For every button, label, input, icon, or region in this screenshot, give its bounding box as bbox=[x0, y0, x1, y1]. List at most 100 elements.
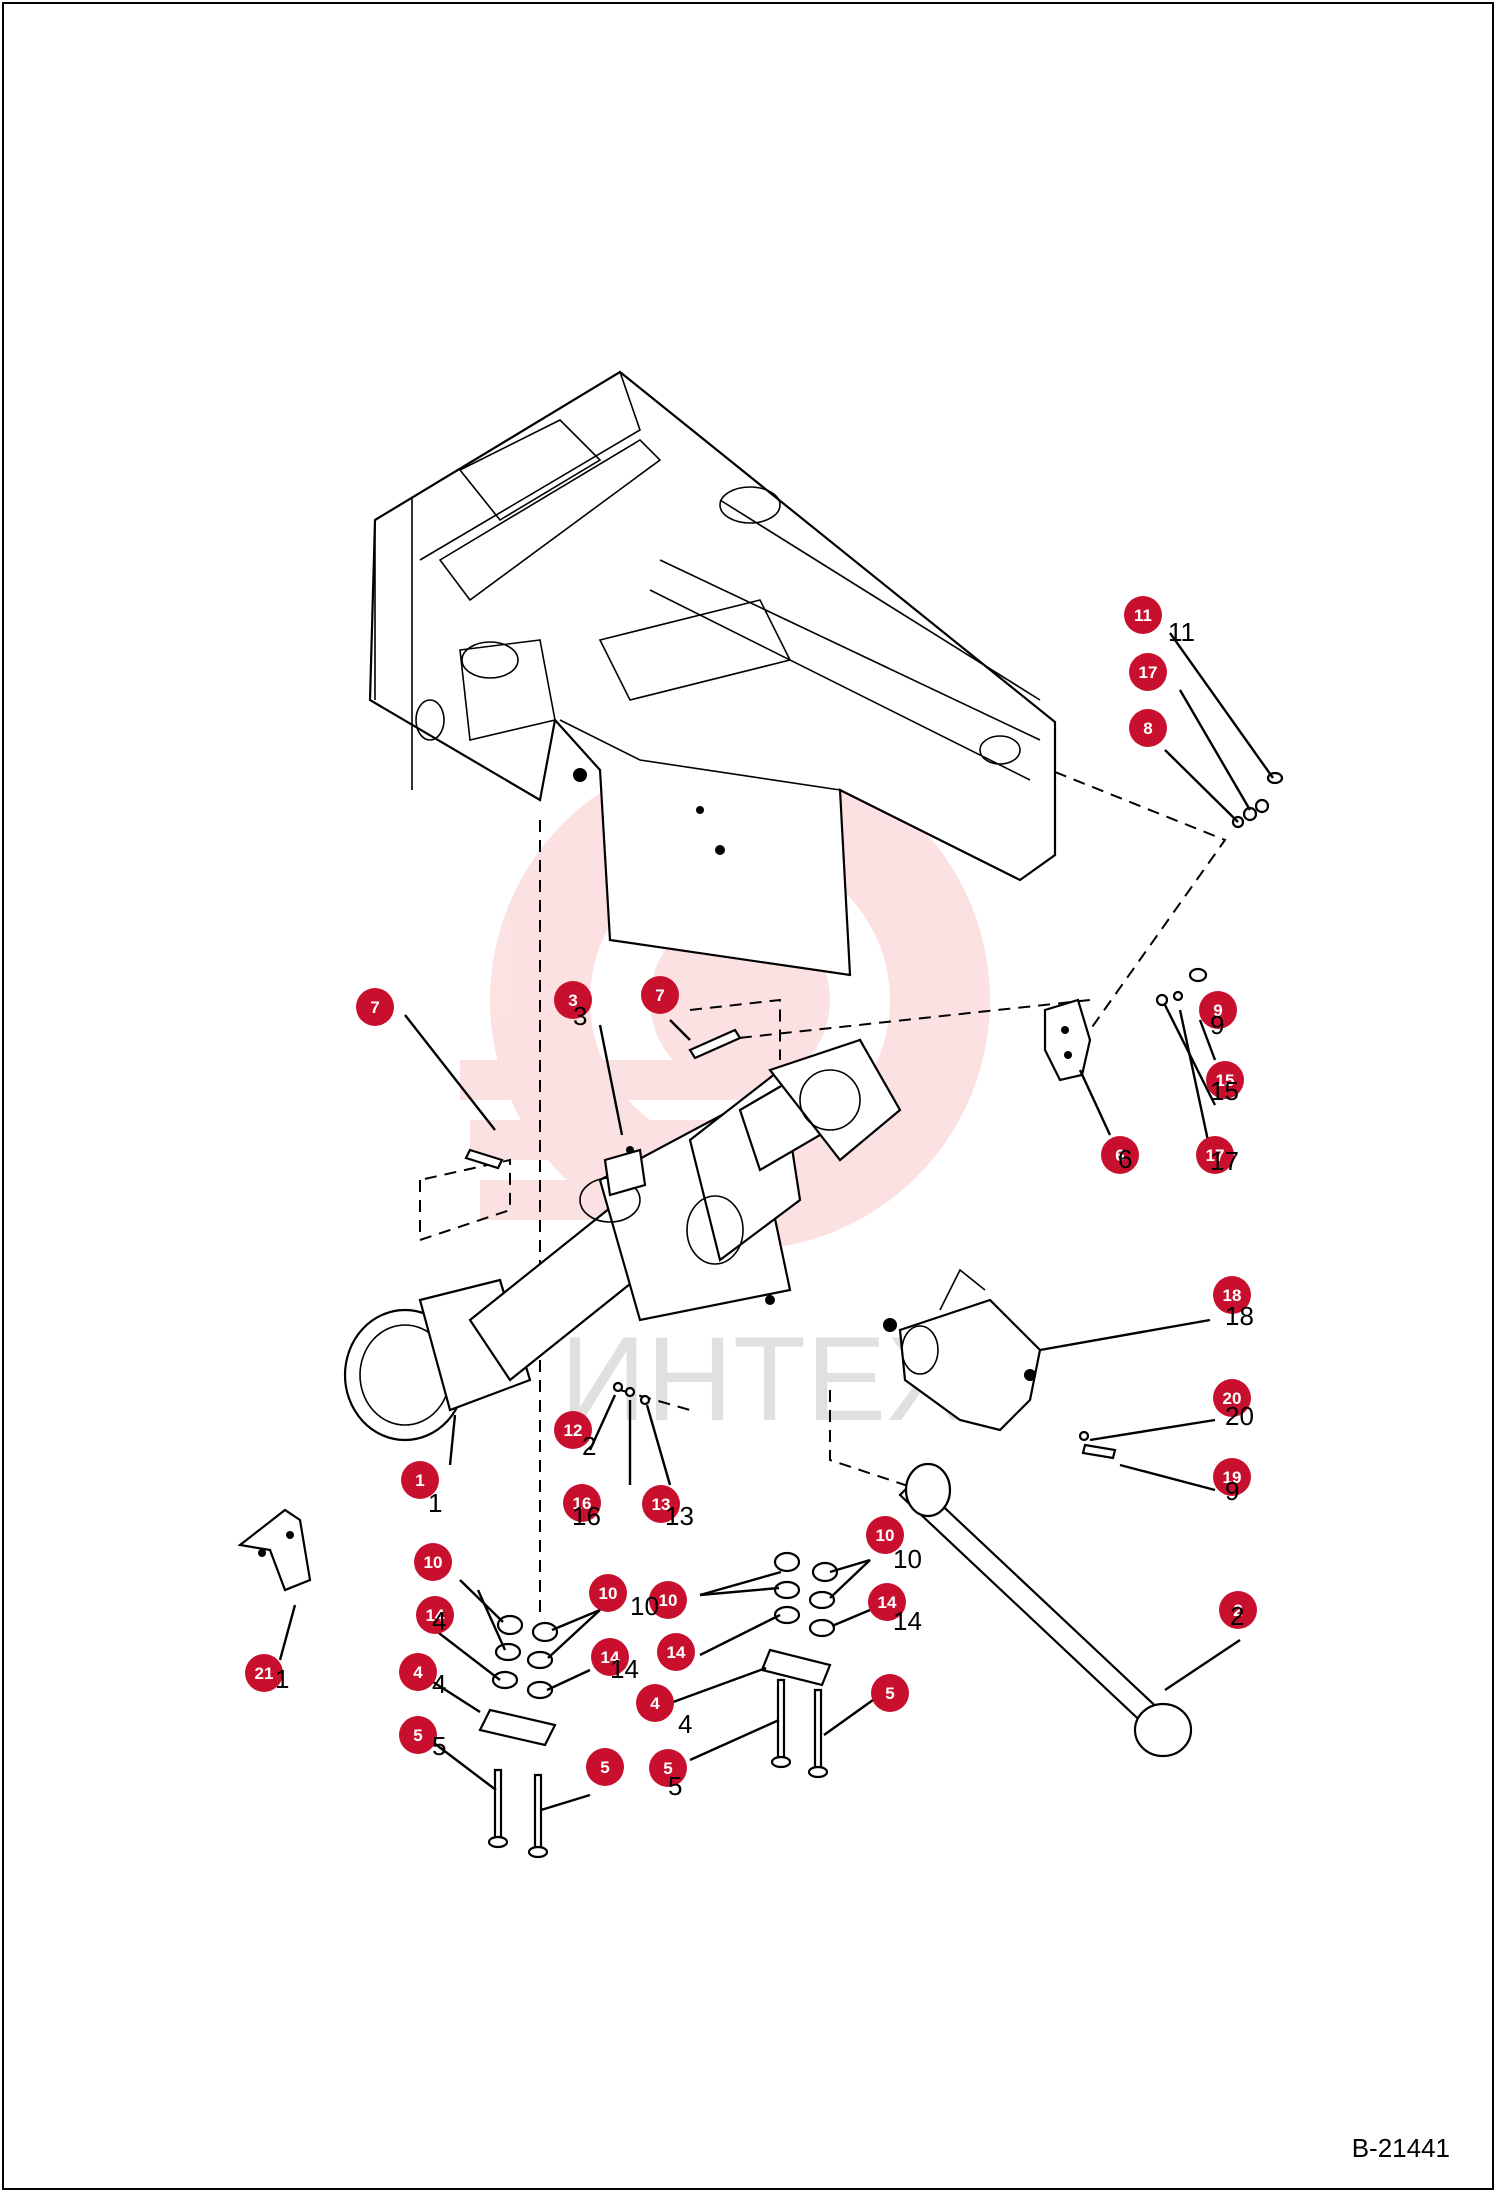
svg-text:2: 2 bbox=[582, 1431, 596, 1461]
callout-4: 4 bbox=[636, 1684, 674, 1722]
callout-20: 20 bbox=[1213, 1379, 1251, 1417]
bolt-7-right bbox=[688, 1028, 742, 1060]
callout-bubble bbox=[868, 1583, 906, 1621]
callout-label: 14 bbox=[601, 1648, 620, 1667]
callout-bubble bbox=[866, 1516, 904, 1554]
callout-7: 7 bbox=[356, 988, 394, 1026]
callout-bubble bbox=[1101, 1136, 1139, 1174]
svg-text:10: 10 bbox=[630, 1591, 659, 1621]
svg-text:9: 9 bbox=[1225, 1476, 1239, 1506]
callout-21: 21 bbox=[245, 1654, 283, 1692]
svg-text:10: 10 bbox=[893, 1544, 922, 1574]
callout-11: 11 bbox=[1124, 596, 1162, 634]
callout-bubble bbox=[416, 1596, 454, 1634]
callout-label: 6 bbox=[1115, 1146, 1124, 1165]
callout-6: 6 bbox=[1101, 1136, 1139, 1174]
callout-19: 19 bbox=[1213, 1458, 1251, 1496]
callout-bubble bbox=[1213, 1276, 1251, 1314]
callout-bubble bbox=[586, 1748, 624, 1786]
bolt-7-left bbox=[464, 1148, 504, 1170]
callout-bubble bbox=[641, 976, 679, 1014]
callout-label: 7 bbox=[370, 998, 379, 1017]
callout-bubble bbox=[1124, 596, 1162, 634]
fasteners-8-11-17 bbox=[1231, 771, 1284, 829]
callout-label: 10 bbox=[876, 1526, 895, 1545]
svg-text:13: 13 bbox=[665, 1501, 694, 1531]
callout-bubble bbox=[399, 1653, 437, 1691]
callout-8: 8 bbox=[1129, 709, 1167, 747]
callout-bubble bbox=[649, 1581, 687, 1619]
callout-10: 10 bbox=[589, 1574, 627, 1612]
callout-bubble bbox=[649, 1749, 687, 1787]
callout-label: 5 bbox=[413, 1726, 422, 1745]
hardware-left bbox=[478, 1614, 559, 1859]
callout-bubble bbox=[642, 1485, 680, 1523]
callout-5: 5 bbox=[871, 1674, 909, 1712]
leader-lines bbox=[278, 632, 1274, 1812]
svg-text:18: 18 bbox=[1225, 1301, 1254, 1331]
callout-label: 10 bbox=[599, 1584, 618, 1603]
callout-5: 5 bbox=[586, 1748, 624, 1786]
callout-bubble bbox=[1129, 709, 1167, 747]
callout-4: 4 bbox=[399, 1653, 437, 1691]
callout-17: 17 bbox=[1129, 653, 1167, 691]
callout-bubble bbox=[414, 1543, 452, 1581]
callout-17: 17 bbox=[1196, 1136, 1234, 1174]
callout-3: 3 bbox=[554, 981, 592, 1019]
callout-bubble bbox=[589, 1574, 627, 1612]
svg-text:4: 4 bbox=[678, 1709, 692, 1739]
callout-16: 16 bbox=[563, 1484, 601, 1522]
svg-text:6: 6 bbox=[1118, 1144, 1132, 1174]
callout-label: 11 bbox=[1134, 606, 1152, 625]
hydraulic-motor bbox=[883, 1268, 1042, 1432]
callout-label: 14 bbox=[426, 1606, 445, 1625]
callout-label: 20 bbox=[1223, 1389, 1242, 1408]
callout-bubble bbox=[871, 1674, 909, 1712]
callout-14: 14 bbox=[868, 1583, 906, 1621]
svg-text:15: 15 bbox=[1210, 1076, 1239, 1106]
callout-bubble bbox=[636, 1684, 674, 1722]
callout-5: 5 bbox=[649, 1749, 687, 1787]
svg-text:14: 14 bbox=[893, 1606, 922, 1636]
svg-text:2: 2 bbox=[1230, 1601, 1244, 1631]
callout-7: 7 bbox=[641, 976, 679, 1014]
hardware-right bbox=[760, 1551, 839, 1779]
callout-label: 1 bbox=[415, 1471, 424, 1490]
callout-label: 21 bbox=[255, 1664, 274, 1683]
callout-bubble bbox=[563, 1484, 601, 1522]
callout-bubble bbox=[591, 1638, 629, 1676]
callout-label: 13 bbox=[652, 1495, 671, 1514]
svg-text:9: 9 bbox=[1210, 1010, 1224, 1040]
fasteners-9-15-17 bbox=[1155, 967, 1208, 1007]
svg-text:14: 14 bbox=[610, 1654, 639, 1684]
callout-bubble bbox=[657, 1633, 695, 1671]
callout-label: 14 bbox=[667, 1643, 686, 1662]
callout-1: 1 bbox=[401, 1461, 439, 1499]
callout-label: 14 bbox=[878, 1593, 897, 1612]
callout-14: 14 bbox=[591, 1638, 629, 1676]
callout-label: 10 bbox=[424, 1553, 443, 1572]
bracket-3 bbox=[603, 1148, 647, 1197]
svg-text:1: 1 bbox=[428, 1488, 442, 1518]
watermark-text: ИНТЕХ bbox=[560, 1312, 966, 1446]
callout-bubble bbox=[1199, 991, 1237, 1029]
callout-14: 14 bbox=[657, 1633, 695, 1671]
callout-2: 2 bbox=[1219, 1591, 1257, 1629]
callout-label: 4 bbox=[650, 1694, 660, 1713]
callout-label: 18 bbox=[1223, 1286, 1242, 1305]
svg-text:5: 5 bbox=[432, 1731, 446, 1761]
callout-bubble bbox=[399, 1716, 437, 1754]
callout-label: 3 bbox=[568, 991, 577, 1010]
callout-15: 15 bbox=[1206, 1061, 1244, 1099]
svg-text:5: 5 bbox=[668, 1771, 682, 1801]
callout-bubble bbox=[554, 1411, 592, 1449]
callout-label: 17 bbox=[1206, 1146, 1225, 1165]
callout-label: 8 bbox=[1143, 719, 1152, 738]
callout-10: 10 bbox=[414, 1543, 452, 1581]
bracket-21 bbox=[237, 1508, 312, 1592]
callout-bubble bbox=[1196, 1136, 1234, 1174]
figure-id: B-21441 bbox=[1351, 2133, 1450, 2163]
